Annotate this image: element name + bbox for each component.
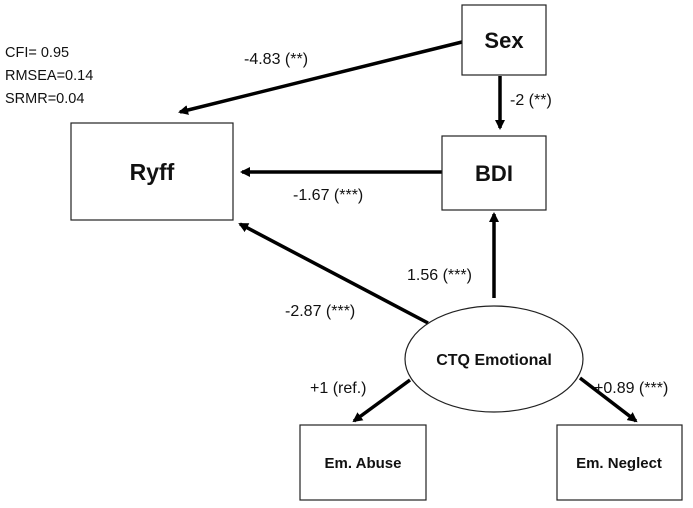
node-bdi-box [441, 135, 547, 211]
node-ryff-box [70, 122, 234, 221]
edge-ctq-to-ryff [238, 222, 429, 325]
cfi-value: CFI= 0.95 [5, 45, 69, 61]
node-abuse-box [299, 424, 427, 501]
coef-sex-to-bdi: -2 (**) [510, 92, 552, 109]
node-ctq-ellipse [404, 305, 584, 413]
node-bdi: BDI [441, 135, 547, 211]
node-ctq-label: CTQ Emotional [436, 352, 552, 369]
coef-ctq-to-neglect: +0.89 (***) [594, 380, 668, 397]
node-neglect-box [556, 424, 683, 501]
node-em-neglect: Em. Neglect [556, 424, 683, 501]
coef-ctq-to-bdi: 1.56 (***) [407, 267, 472, 284]
coef-bdi-to-ryff: -1.67 (***) [293, 187, 363, 204]
coef-ctq-to-ryff: -2.87 (***) [285, 303, 355, 320]
node-sex: Sex [461, 4, 547, 76]
node-neglect-label: Em. Neglect [576, 455, 662, 472]
edge-sex-to-ryff [178, 40, 463, 115]
edge-ctq-to-neglect [578, 376, 638, 423]
srmr-value: SRMR=0.04 [5, 91, 84, 107]
node-bdi-label: BDI [475, 161, 513, 186]
path-coefficients: -4.83 (**) -2 (**) -1.67 (***) 1.56 (***… [244, 51, 668, 397]
coef-sex-to-ryff: -4.83 (**) [244, 51, 308, 68]
edges [178, 40, 638, 423]
coef-ctq-to-abuse: +1 (ref.) [310, 380, 366, 397]
node-ryff-label: Ryff [130, 159, 175, 185]
node-sex-label: Sex [484, 28, 524, 53]
node-em-abuse: Em. Abuse [299, 424, 427, 501]
edge-ctq-to-abuse [352, 378, 412, 423]
node-ryff: Ryff [70, 122, 234, 221]
node-sex-box [461, 4, 547, 76]
rmsea-value: RMSEA=0.14 [5, 68, 93, 84]
fit-statistics: CFI= 0.95 RMSEA=0.14 SRMR=0.04 [5, 45, 93, 107]
node-abuse-label: Em. Abuse [325, 455, 402, 472]
node-ctq-emotional: CTQ Emotional [404, 305, 584, 413]
